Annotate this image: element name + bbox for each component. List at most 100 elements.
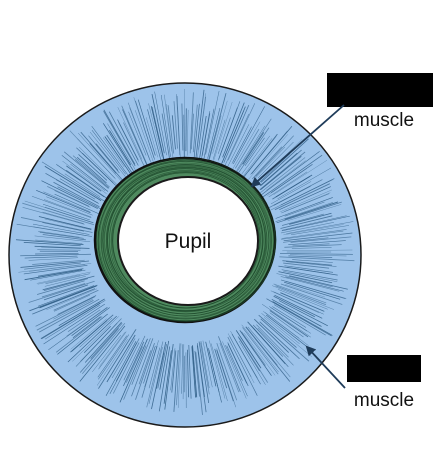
upper-redaction-box (327, 73, 433, 107)
radial-fiber (35, 253, 79, 255)
radial-fiber (99, 331, 126, 367)
radial-fiber (24, 269, 82, 281)
radial-fiber (106, 334, 136, 383)
radial-fiber (104, 136, 133, 177)
radial-fiber (66, 170, 107, 199)
radial-fiber (148, 103, 162, 157)
radial-fiber (151, 106, 165, 162)
radial-fiber (28, 257, 79, 261)
radial-fiber (247, 326, 291, 378)
radial-fiber (261, 313, 300, 345)
radial-fiber (160, 94, 171, 157)
radial-fiber (46, 196, 93, 216)
radial-fiber (212, 101, 233, 163)
upper-label-text: muscle (354, 110, 414, 131)
radial-fiber (281, 269, 338, 281)
radial-fiber (23, 264, 88, 275)
radial-fiber (84, 321, 122, 363)
radial-fiber (284, 201, 325, 217)
radial-fiber (42, 211, 84, 224)
radial-fiber (125, 346, 143, 383)
radial-fiber (28, 280, 95, 303)
radial-fiber (259, 151, 320, 197)
radial-fiber (123, 345, 147, 400)
radial-fiber (30, 269, 86, 281)
radial-fiber (82, 323, 126, 374)
radial-fiber (56, 164, 105, 198)
radial-fiber (275, 202, 333, 222)
radial-fiber (283, 237, 329, 243)
radial-fiber (173, 350, 179, 412)
radial-fiber (281, 193, 330, 214)
radial-fiber (111, 338, 136, 379)
radial-fiber (22, 206, 85, 225)
radial-fiber (41, 300, 106, 340)
radial-fiber (32, 223, 90, 235)
radial-fiber (273, 291, 324, 315)
radial-fiber (43, 199, 92, 218)
radial-fiber (70, 318, 107, 350)
radial-fiber (64, 173, 101, 197)
radial-fiber (280, 283, 343, 305)
radial-fiber (212, 119, 226, 160)
radial-fiber (266, 160, 306, 191)
radial-fiber (257, 153, 291, 185)
radial-fiber (38, 216, 92, 230)
radial-fiber (278, 265, 338, 276)
radial-fiber (112, 342, 140, 394)
radial-fiber (83, 326, 111, 353)
radial-fiber (238, 340, 266, 385)
radial-fiber (202, 340, 213, 388)
radial-fiber (241, 331, 266, 366)
radial-fiber (36, 299, 94, 331)
radial-fiber (45, 273, 90, 284)
radial-fiber (35, 239, 83, 244)
radial-fiber (237, 336, 260, 372)
radial-fiber (37, 249, 81, 251)
radial-fiber (260, 318, 310, 362)
radial-fiber (244, 333, 276, 376)
radial-fiber (272, 301, 333, 336)
radial-fiber (273, 304, 326, 336)
radial-fiber (72, 316, 101, 339)
radial-fiber (277, 289, 328, 310)
radial-fiber (90, 322, 123, 359)
radial-fiber (284, 265, 334, 273)
radial-fiber (196, 345, 207, 413)
radial-fiber (261, 303, 311, 338)
radial-fiber (44, 304, 100, 340)
radial-fiber (181, 344, 184, 394)
radial-fiber (268, 179, 323, 209)
radial-fiber (57, 313, 108, 355)
radial-fibers (15, 88, 355, 415)
radial-fiber (147, 109, 163, 165)
radial-fiber (198, 115, 207, 162)
radial-fiber (222, 341, 247, 399)
radial-fiber (239, 330, 272, 376)
radial-fiber (15, 239, 84, 245)
radial-fiber (259, 321, 300, 360)
radial-fiber (271, 298, 322, 327)
radial-fiber (66, 165, 102, 192)
radial-fiber (43, 303, 105, 345)
radial-fiber (195, 89, 205, 158)
radial-fiber (39, 298, 100, 333)
radial-fiber (159, 340, 170, 390)
radial-fiber (270, 179, 333, 211)
radial-fiber (151, 94, 165, 154)
radial-fiber (151, 341, 167, 410)
radial-fiber (40, 302, 101, 339)
radial-fiber (200, 342, 210, 395)
radial-fiber (163, 350, 172, 404)
radial-fiber (266, 298, 332, 337)
radial-fiber (80, 131, 124, 182)
radial-fiber (218, 336, 241, 392)
circular-fiber (111, 171, 261, 309)
radial-fiber (170, 348, 176, 391)
radial-fiber (176, 343, 181, 406)
radial-fiber (48, 307, 108, 351)
radial-fiber (290, 225, 350, 236)
radial-fiber (42, 234, 86, 241)
radial-fiber (255, 146, 286, 179)
